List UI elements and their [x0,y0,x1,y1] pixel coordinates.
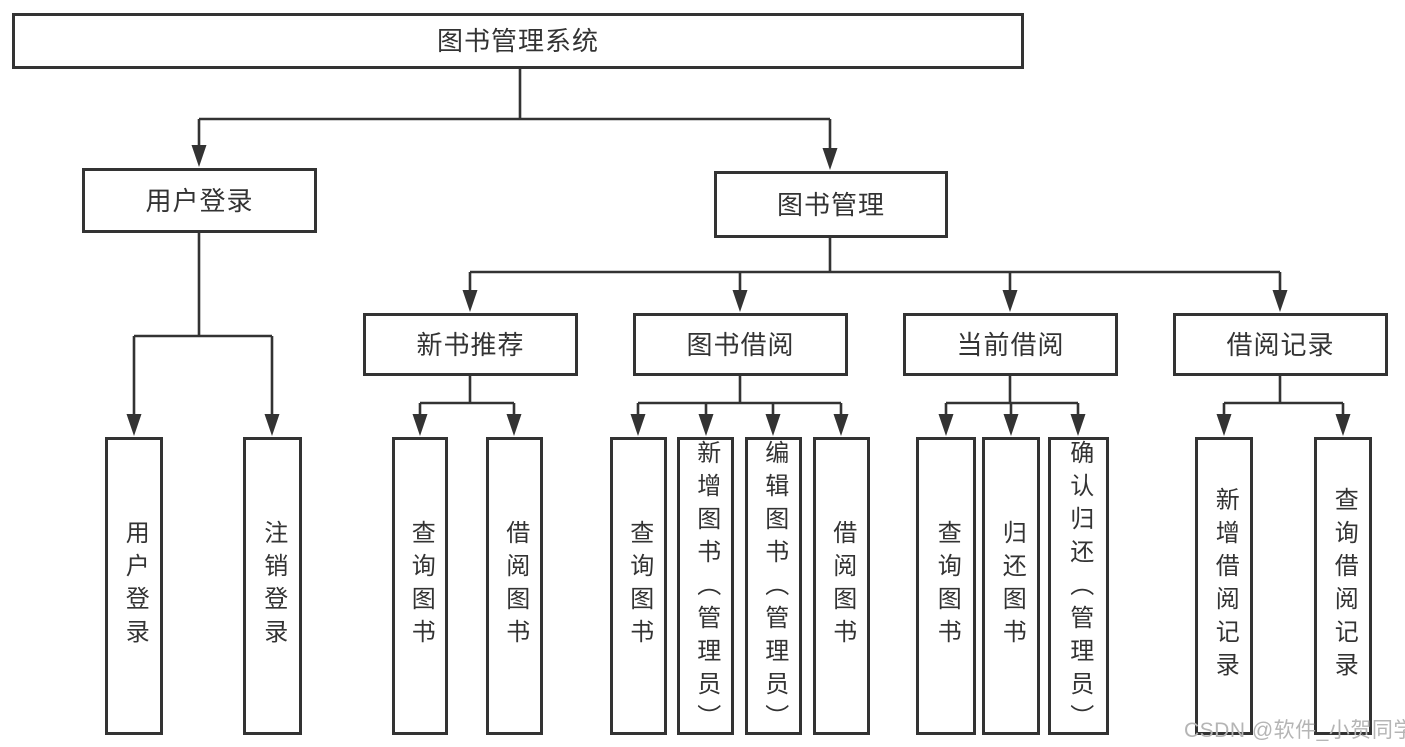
node-query-books-current: 查询图书 [916,437,976,735]
arrowheads [126,145,1351,436]
node-edit-books-admin: 编辑图书（管理员） [745,437,802,737]
node-new-book-recommend: 新书推荐 [363,313,578,376]
node-label: 借阅记录 [1226,329,1335,360]
node-label: 图书管理 [776,189,885,220]
node-user-login-leaf: 用户登录 [105,437,163,735]
node-label: 借阅图书 [828,520,856,652]
node-borrowing-records: 借阅记录 [1173,313,1388,376]
node-book-management: 图书管理 [714,171,948,238]
node-logout: 注销登录 [243,437,302,735]
node-label: 用户登录 [121,520,149,652]
node-label: 查询图书 [933,520,961,652]
node-return-books: 归还图书 [982,437,1040,735]
node-label: 新书推荐 [416,329,525,360]
node-add-books-admin: 新增图书（管理员） [677,437,734,737]
node-label: 借阅图书 [501,520,529,652]
node-borrow-books-recommend: 借阅图书 [486,437,543,735]
csdn-watermark: CSDN @软件_小贺同学 [1184,719,1405,742]
node-borrow-books: 借阅图书 [813,437,870,735]
node-query-books-borrowing: 查询图书 [610,437,667,735]
node-book-borrowing: 图书借阅 [633,313,848,376]
node-query-borrow-record: 查询借阅记录 [1314,437,1372,735]
node-user-login: 用户登录 [82,168,317,233]
node-confirm-return-admin: 确认归还（管理员） [1048,437,1109,737]
node-label: 确认归还（管理员） [1065,440,1093,737]
node-library-system: 图书管理系统 [12,13,1024,69]
node-label: 图书借阅 [686,329,795,360]
node-label: 查询借阅记录 [1330,487,1358,685]
node-label: 注销登录 [259,520,287,652]
node-label: 用户登录 [145,185,254,216]
node-label: 查询图书 [625,520,653,652]
node-label: 新增图书（管理员） [692,440,720,737]
node-label: 当前借阅 [956,329,1065,360]
node-label: 编辑图书（管理员） [760,440,788,737]
node-current-borrowing: 当前借阅 [903,313,1118,376]
node-label: 新增借阅记录 [1211,487,1239,685]
tree-edges [132,69,1345,416]
node-label: 图书管理系统 [436,26,599,56]
node-add-borrow-record: 新增借阅记录 [1195,437,1253,735]
node-query-books-recommend: 查询图书 [392,437,448,735]
node-label: 归还图书 [998,520,1026,652]
node-label: 查询图书 [407,520,435,652]
